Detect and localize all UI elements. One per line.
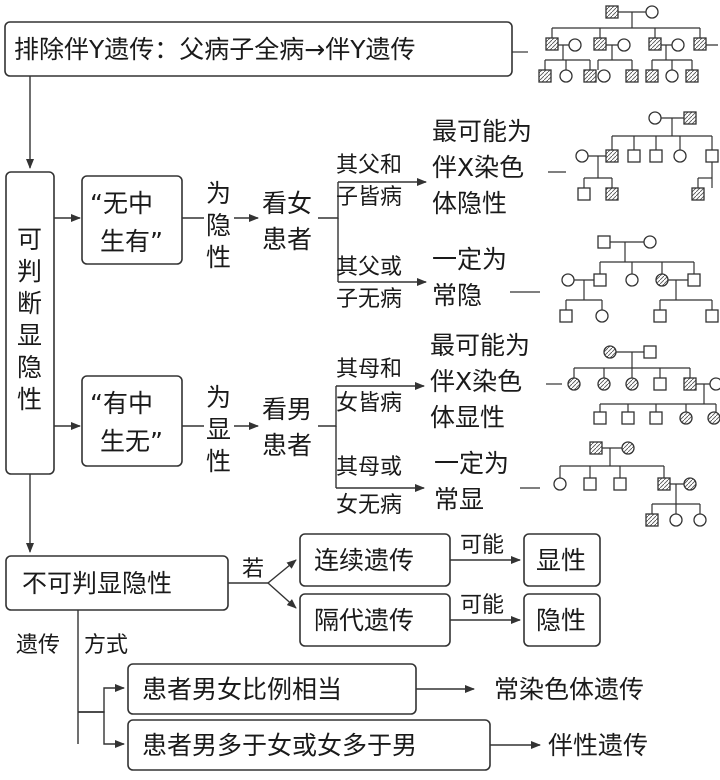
svg-text:患者男女比例相当: 患者男女比例相当	[142, 675, 342, 704]
svg-text:判: 判	[17, 257, 42, 286]
svg-text:方式: 方式	[84, 633, 128, 658]
svg-text:常染色体遗传: 常染色体遗传	[494, 675, 644, 704]
svg-text:最可能为: 最可能为	[432, 117, 532, 146]
pedigree-y-linked	[538, 5, 718, 83]
svg-text:隐: 隐	[17, 353, 42, 382]
svg-text:最可能为: 最可能为	[430, 331, 530, 360]
svg-text:看女: 看女	[262, 189, 312, 218]
svg-text:显: 显	[206, 415, 231, 444]
pedigree-x-recessive	[575, 111, 719, 201]
pedigree-autosomal-dominant	[553, 441, 707, 527]
svg-text:体显性: 体显性	[430, 403, 505, 432]
yexclusion-text: 排除伴Y遗传：父病子全病→伴Y遗传	[14, 35, 416, 64]
svg-text:遗传: 遗传	[16, 633, 60, 658]
svg-text:体隐性: 体隐性	[432, 189, 507, 218]
svg-text:连续遗传: 连续遗传	[314, 546, 414, 575]
svg-text:为: 为	[206, 179, 231, 208]
svg-text:一定为: 一定为	[432, 245, 507, 274]
svg-text:子皆病: 子皆病	[336, 185, 402, 210]
svg-text:常显: 常显	[434, 485, 484, 514]
svg-text:其母或: 其母或	[336, 455, 402, 480]
svg-text:患者: 患者	[262, 225, 312, 254]
svg-text:若: 若	[242, 557, 264, 582]
svg-text:女无病: 女无病	[336, 493, 402, 518]
svg-text:其父和: 其父和	[336, 153, 402, 178]
svg-text:可能: 可能	[460, 593, 504, 618]
svg-text:其母和: 其母和	[336, 357, 402, 382]
pedigree-x-dominant	[567, 345, 720, 425]
dominant-box	[81, 375, 183, 467]
recessive-box	[81, 175, 183, 265]
svg-text:性: 性	[206, 447, 231, 476]
svg-text:一定为: 一定为	[434, 449, 509, 478]
svg-text:“无中: “无中	[90, 189, 153, 218]
svg-text:隐性: 隐性	[536, 606, 586, 635]
svg-text:女皆病: 女皆病	[336, 391, 402, 416]
svg-text:隔代遗传: 隔代遗传	[314, 606, 414, 635]
svg-text:显: 显	[17, 321, 42, 350]
recessive-result-box	[523, 593, 601, 647]
svg-text:常隐: 常隐	[432, 281, 482, 310]
svg-text:子无病: 子无病	[336, 287, 402, 312]
svg-text:为: 为	[206, 383, 231, 412]
svg-text:生有”: 生有”	[100, 227, 163, 256]
svg-text:性: 性	[206, 243, 231, 272]
svg-text:看男: 看男	[262, 395, 312, 424]
svg-text:性: 性	[17, 385, 42, 414]
svg-text:其父或: 其父或	[336, 255, 402, 280]
svg-text:伴性遗传: 伴性遗传	[548, 731, 648, 760]
svg-text:断: 断	[17, 289, 42, 318]
svg-text:可能: 可能	[460, 533, 504, 558]
svg-text:患者男多于女或女多于男: 患者男多于女或女多于男	[142, 731, 417, 760]
dominant-result-box	[523, 533, 601, 587]
yexclusion-box	[4, 21, 513, 77]
svg-text:“有中: “有中	[90, 389, 153, 418]
svg-text:显性: 显性	[536, 546, 586, 575]
svg-text:隐: 隐	[206, 211, 231, 240]
svg-text:生无”: 生无”	[100, 427, 163, 456]
pedigree-autosomal-recessive	[559, 235, 719, 323]
judge-label: 可 判 断 显 隐 性	[17, 225, 42, 414]
svg-text:不可判显隐性: 不可判显隐性	[22, 569, 172, 598]
svg-text:患者: 患者	[262, 431, 312, 460]
svg-text:伴X染色: 伴X染色	[430, 367, 522, 396]
svg-text:伴X染色: 伴X染色	[432, 153, 524, 182]
svg-text:可: 可	[17, 225, 42, 254]
